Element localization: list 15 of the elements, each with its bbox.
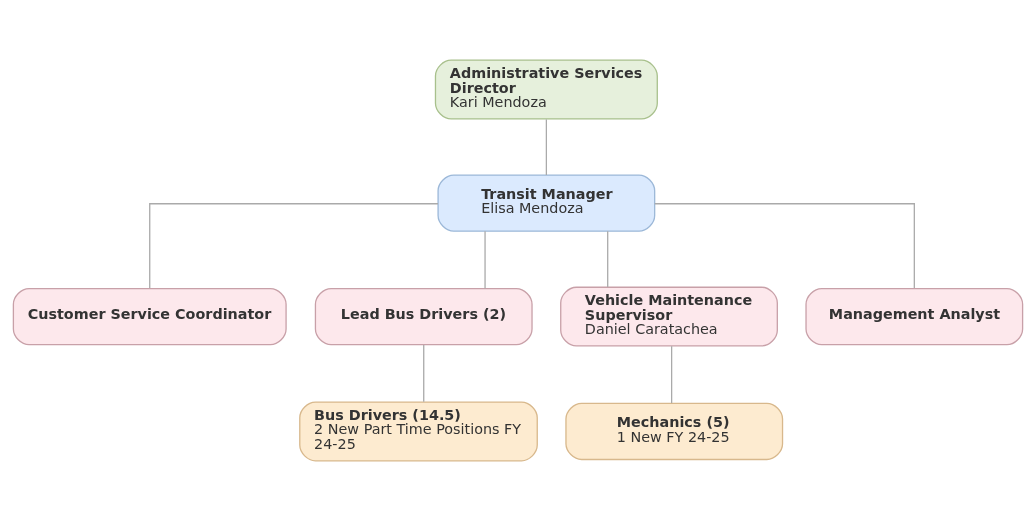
connector (484, 230, 486, 289)
node-box: Management Analyst (805, 287, 1024, 345)
node-box: Bus Drivers (14.5) 2 New Part Time Positions FY 24-25 (299, 400, 538, 461)
connector (607, 230, 609, 288)
connector (545, 118, 548, 176)
connector (149, 202, 439, 289)
node-box: Mechanics (5) 1 New FY 24-25 (565, 402, 784, 460)
connector (671, 345, 673, 404)
node-box: Lead Bus Drivers (2) (314, 287, 533, 345)
node-box: Administrative Services Director Kari Mendoza (434, 59, 658, 120)
connector (423, 343, 425, 402)
node-box: Customer Service Coordinator (12, 287, 287, 345)
node-box: Vehicle Maintenance Supervisor Daniel Caratachea (560, 286, 778, 347)
connector (654, 202, 915, 289)
node-box: Transit Manager Elisa Mendoza (437, 173, 656, 232)
